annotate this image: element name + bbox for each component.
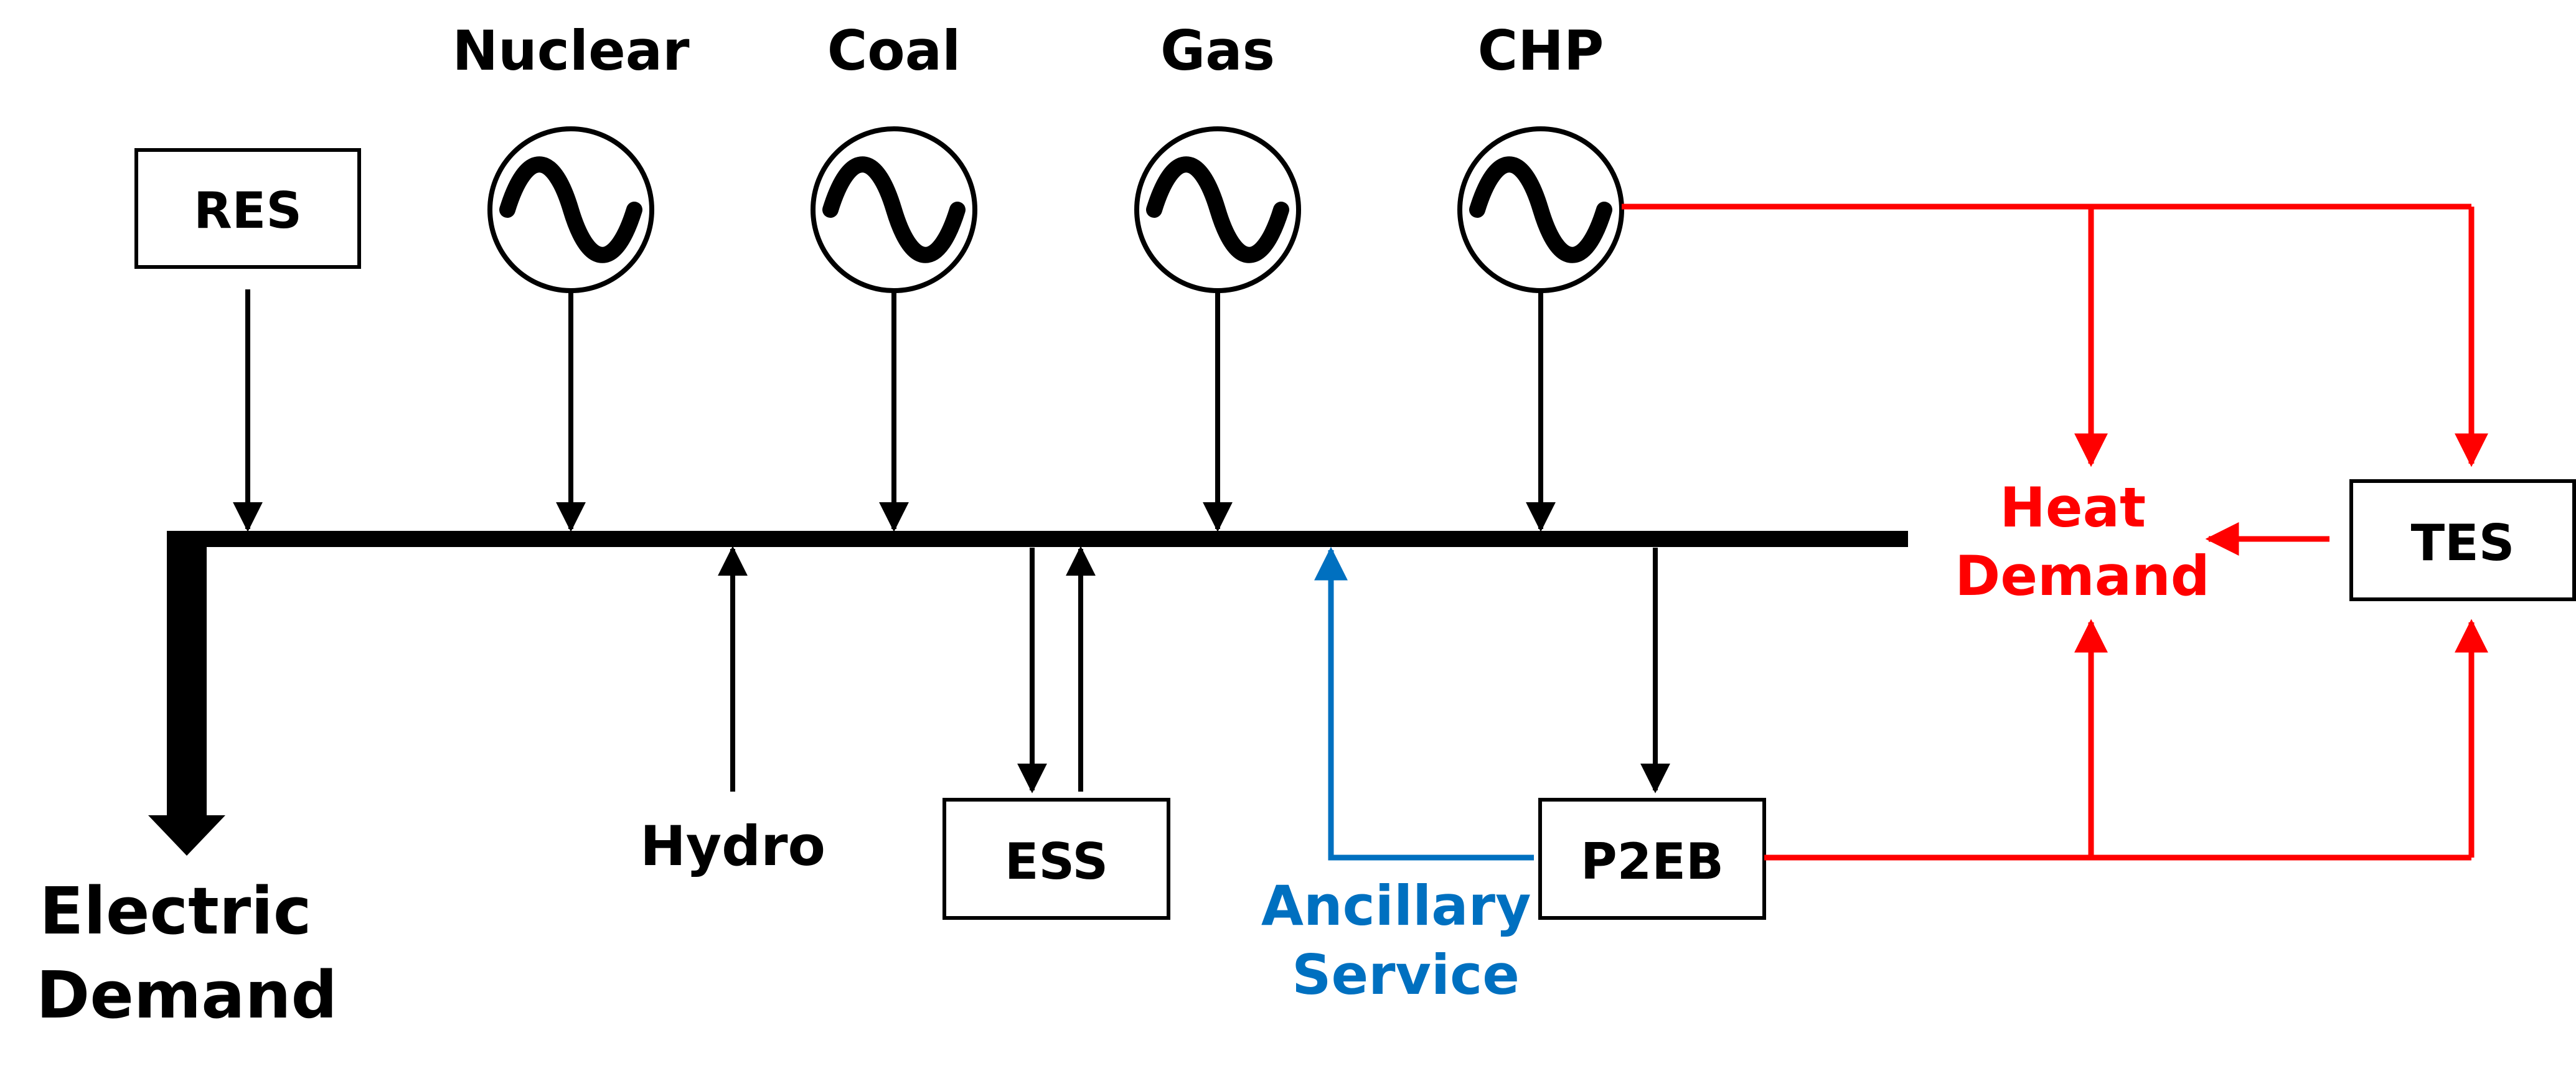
res-label: RES bbox=[194, 182, 302, 240]
generator-gas: Gas bbox=[1134, 19, 1301, 293]
p2eb-label: P2EB bbox=[1581, 833, 1724, 891]
ac-generator-icon bbox=[499, 156, 642, 263]
electric-demand-arrow bbox=[148, 531, 225, 856]
ancillary-service-label: Ancillary Service bbox=[1261, 874, 1550, 1007]
ess-label: ESS bbox=[1005, 833, 1108, 891]
tes-label: TES bbox=[2411, 514, 2515, 572]
generator-chp: CHP bbox=[1457, 19, 1624, 293]
generator-nuclear: Nuclear bbox=[452, 19, 690, 293]
heat-demand-label: Heat Demand bbox=[1955, 475, 2209, 608]
ess-box: ESS bbox=[942, 798, 1170, 920]
gas-label: Gas bbox=[1160, 19, 1275, 83]
ac-generator-icon bbox=[1146, 156, 1289, 263]
hydro-label: Hydro bbox=[640, 814, 825, 878]
ac-generator-icon bbox=[1469, 156, 1612, 263]
tes-box: TES bbox=[2349, 479, 2576, 601]
generator-coal: Coal bbox=[811, 19, 977, 293]
coal-label: Coal bbox=[827, 19, 961, 83]
electric-demand-label: Electric Demand bbox=[36, 873, 337, 1033]
ancillary-service-arrow bbox=[1314, 546, 1534, 861]
chp-label: CHP bbox=[1478, 19, 1604, 83]
res-box: RES bbox=[134, 148, 361, 269]
p2eb-box: P2EB bbox=[1538, 798, 1766, 920]
nuclear-label: Nuclear bbox=[452, 19, 690, 83]
ac-generator-icon bbox=[822, 156, 966, 263]
